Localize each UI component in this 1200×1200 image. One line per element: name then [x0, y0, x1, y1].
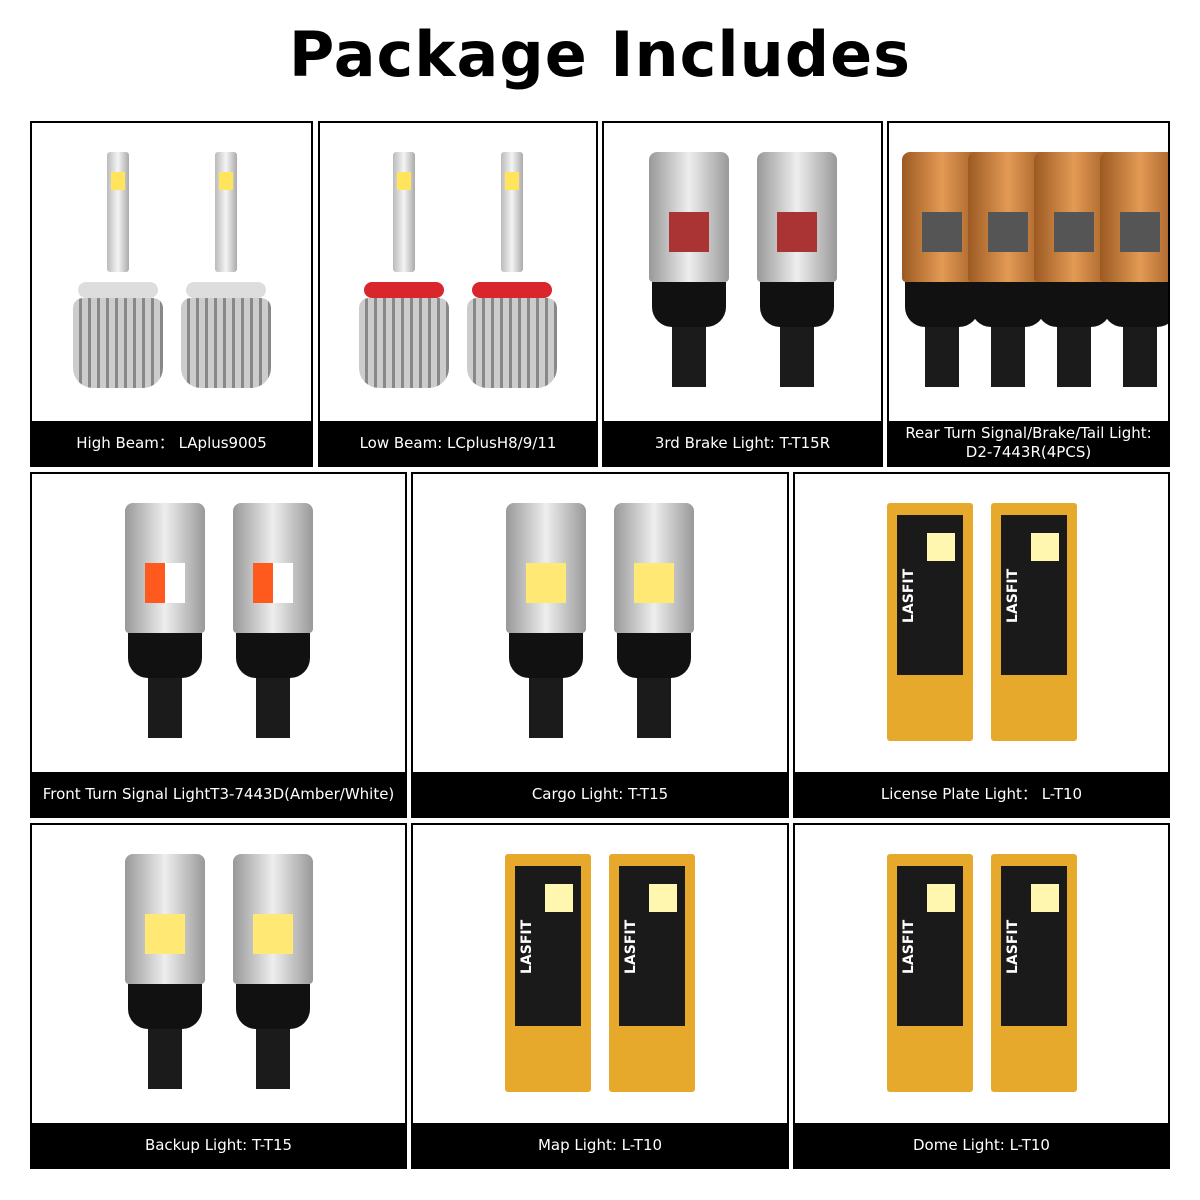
product-caption: License Plate Light： L-T10 — [795, 772, 1168, 816]
product-card: Rear Turn Signal/Brake/Tail Light: D2-74… — [887, 121, 1170, 467]
product-image — [32, 474, 405, 772]
product-image: LASFIT LASFIT — [795, 825, 1168, 1123]
wedge-bulb-icon — [501, 503, 591, 743]
product-caption: Dome Light: L-T10 — [795, 1123, 1168, 1167]
headlight-bulb-icon — [467, 152, 557, 392]
product-image — [889, 123, 1168, 421]
pcb-bulb-icon: LASFIT — [505, 854, 591, 1094]
wedge-bulb-icon — [752, 152, 842, 392]
product-card: LASFIT LASFIT License Plate Light： L-T10 — [793, 472, 1170, 818]
wedge-bulb-icon — [228, 503, 318, 743]
product-image: LASFIT LASFIT — [795, 474, 1168, 772]
product-caption: Backup Light: T-T15 — [32, 1123, 405, 1167]
product-caption: Cargo Light: T-T15 — [413, 772, 787, 816]
product-image: LASFIT LASFIT — [413, 825, 787, 1123]
product-image — [413, 474, 787, 772]
wedge-bulb-icon — [963, 152, 1048, 392]
product-card: Cargo Light: T-T15 — [411, 472, 789, 818]
wedge-bulb-icon — [228, 854, 318, 1094]
wedge-bulb-icon — [120, 503, 210, 743]
product-card: 3rd Brake Light: T-T15R — [602, 121, 883, 467]
headlight-bulb-icon — [359, 152, 449, 392]
brand-logo: LASFIT — [1004, 919, 1021, 974]
product-card: High Beam： LAplus9005 — [30, 121, 313, 467]
product-caption: Front Turn Signal LightT3-7443D(Amber/Wh… — [32, 772, 405, 816]
product-image — [32, 123, 311, 421]
brand-logo: LASFIT — [1004, 568, 1021, 623]
product-image — [32, 825, 405, 1123]
product-card: LASFIT LASFIT Map Light: L-T10 — [411, 823, 789, 1169]
page-title: Package Includes — [288, 18, 912, 91]
brand-logo: LASFIT — [623, 919, 639, 974]
product-caption: Map Light: L-T10 — [413, 1123, 787, 1167]
wedge-bulb-icon — [644, 152, 734, 392]
product-caption: Rear Turn Signal/Brake/Tail Light: D2-74… — [889, 421, 1168, 465]
product-card: Low Beam: LCplusH8/9/11 — [318, 121, 598, 467]
brand-logo: LASFIT — [900, 568, 917, 623]
product-caption: 3rd Brake Light: T-T15R — [604, 421, 881, 465]
wedge-bulb-icon — [1095, 152, 1168, 392]
pcb-bulb-icon: LASFIT — [990, 854, 1077, 1094]
pcb-bulb-icon: LASFIT — [886, 503, 973, 743]
headlight-bulb-icon — [180, 152, 271, 392]
wedge-bulb-icon — [1029, 152, 1114, 392]
product-caption: Low Beam: LCplusH8/9/11 — [320, 421, 596, 465]
product-image — [320, 123, 596, 421]
wedge-bulb-icon — [120, 854, 210, 1094]
pcb-bulb-icon: LASFIT — [990, 503, 1077, 743]
headlight-bulb-icon — [72, 152, 163, 392]
wedge-bulb-icon — [609, 503, 699, 743]
product-card: Backup Light: T-T15 — [30, 823, 407, 1169]
product-card: Front Turn Signal LightT3-7443D(Amber/Wh… — [30, 472, 407, 818]
pcb-bulb-icon: LASFIT — [609, 854, 695, 1094]
brand-logo: LASFIT — [519, 919, 535, 974]
brand-logo: LASFIT — [900, 919, 917, 974]
product-image — [604, 123, 881, 421]
product-caption: High Beam： LAplus9005 — [32, 421, 311, 465]
pcb-bulb-icon: LASFIT — [886, 854, 973, 1094]
wedge-bulb-icon — [897, 152, 982, 392]
product-card: LASFIT LASFIT Dome Light: L-T10 — [793, 823, 1170, 1169]
